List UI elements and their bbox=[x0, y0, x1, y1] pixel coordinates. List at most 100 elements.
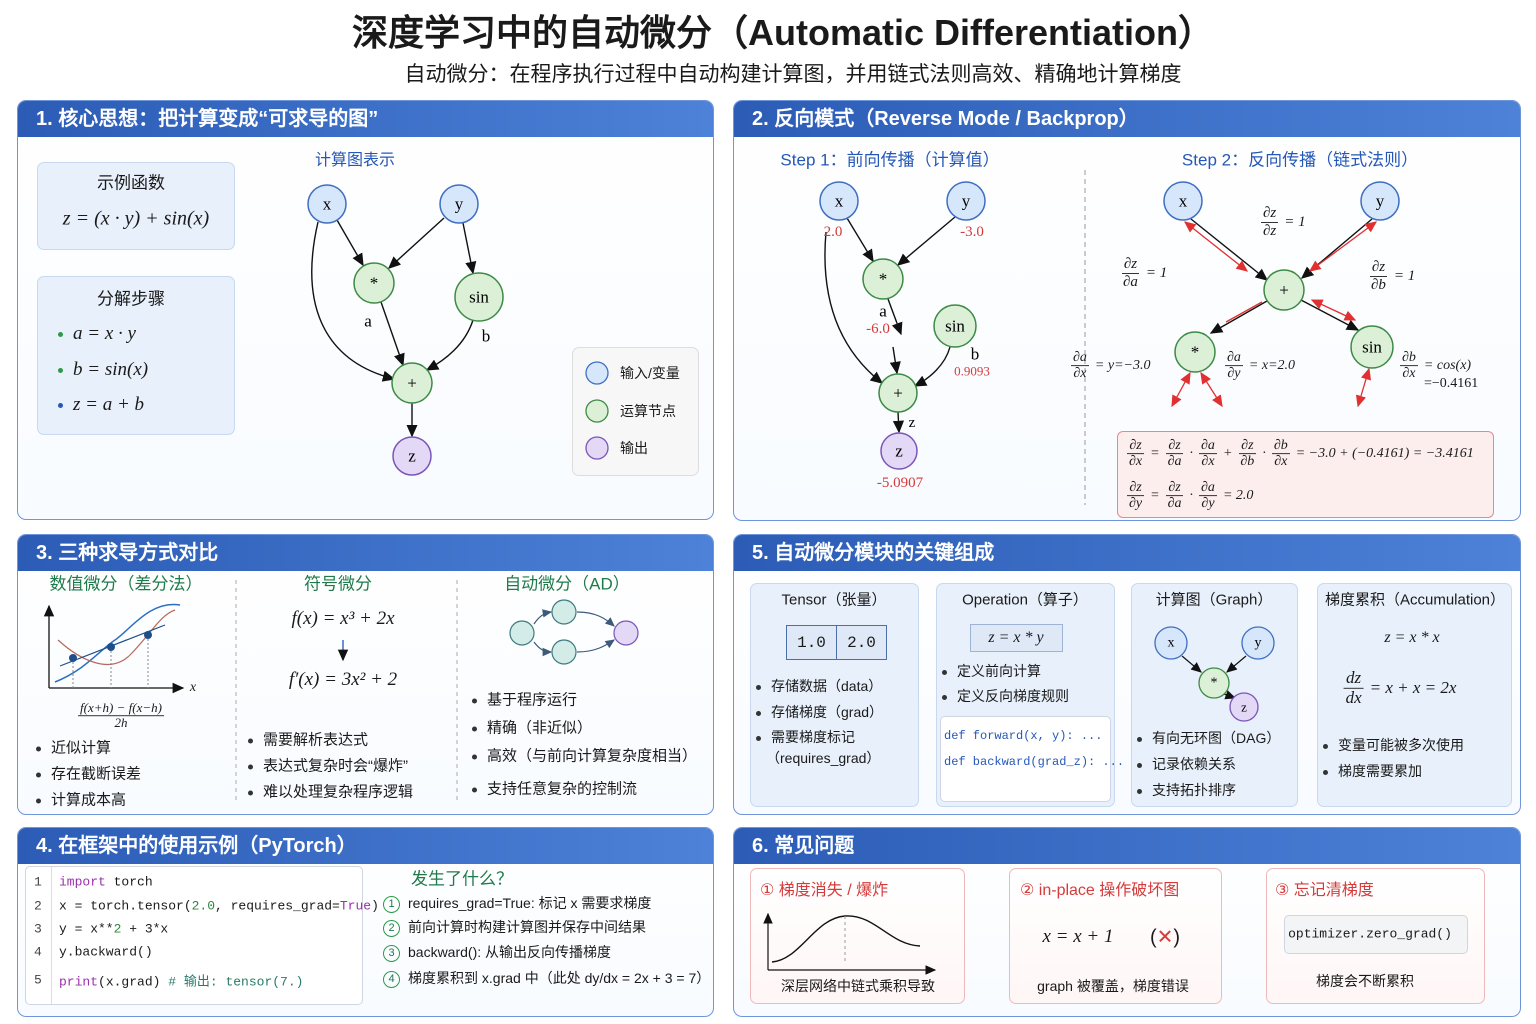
step-text: z = a + b bbox=[73, 394, 145, 415]
math-text: = cos(x) bbox=[1423, 358, 1472, 373]
fraction: f(x+h) − f(x−h)2h bbox=[78, 700, 164, 731]
fraction: ∂b∂x bbox=[1400, 350, 1418, 382]
panel-header: 2. 反向模式（Reverse Mode / Backprop） bbox=[734, 101, 1520, 137]
accum-title: 梯度累积（Accumulation） bbox=[1324, 591, 1506, 609]
operation-formula: z = x * y bbox=[988, 629, 1044, 646]
code-token: # 输出: tensor(7.) bbox=[168, 974, 304, 990]
fraction-denominator: ∂y bbox=[1129, 496, 1143, 512]
numeric-bullet: 近似计算 bbox=[36, 737, 111, 758]
tensor-bullet: 需要梯度标记 bbox=[756, 727, 855, 747]
code-line-number: 4 bbox=[34, 944, 42, 960]
ad-bullet: 支持任意复杂的控制流 bbox=[472, 778, 637, 799]
bullet-text: 梯度需要累加 bbox=[1338, 763, 1422, 779]
bullet-text: 定义前向计算 bbox=[957, 663, 1041, 679]
bullet-text: 表达式复杂时会“爆炸” bbox=[263, 757, 408, 775]
numeric-bullet: 计算成本高 bbox=[36, 789, 126, 810]
what-item: 1 requires_grad=True: 标记 x 需要求梯度 bbox=[383, 893, 651, 913]
bullet-text: 支持拓扑排序 bbox=[1152, 782, 1236, 798]
step-number-icon: 2 bbox=[383, 919, 400, 937]
panel-header: 4. 在框架中的使用示例（PyTorch） bbox=[18, 828, 713, 864]
math-text: · bbox=[1262, 446, 1266, 461]
operation-code-line: def forward(x, y): ... bbox=[944, 729, 1103, 743]
fraction-denominator: ∂x bbox=[1073, 366, 1087, 382]
fraction: ∂z∂a bbox=[1166, 438, 1184, 470]
math-text: = bbox=[1150, 488, 1160, 503]
code-line-number: 1 bbox=[34, 874, 42, 890]
fraction-denominator: ∂x bbox=[1201, 454, 1215, 470]
ad-bullet: 精确（非近似） bbox=[472, 717, 592, 738]
fraction: ∂a∂y bbox=[1199, 480, 1217, 512]
fraction-numerator: f(x+h) − f(x−h) bbox=[78, 700, 164, 717]
fraction-numerator: ∂b bbox=[1400, 350, 1418, 367]
accumulation-card bbox=[1317, 583, 1512, 807]
math-text: = x + x = 2x bbox=[1369, 678, 1457, 697]
step-item: z = a + b bbox=[58, 394, 144, 416]
bullet-text: 存在截断误差 bbox=[51, 765, 142, 783]
step-item: b = sin(x) bbox=[58, 359, 148, 381]
symbolic-f: f(x) = x³ + 2x bbox=[291, 608, 395, 629]
bullet-text: 定义反向梯度规则 bbox=[957, 688, 1069, 704]
fraction-numerator: ∂z bbox=[1121, 256, 1140, 274]
step-item: a = x · y bbox=[58, 323, 136, 345]
step1-title: Step 1：前向传播（计算值） bbox=[780, 150, 1000, 170]
step-text: a = x · y bbox=[73, 323, 136, 344]
legend-op-label: 运算节点 bbox=[620, 403, 676, 419]
fraction-numerator: ∂z bbox=[1127, 438, 1144, 455]
bullet-text: 近似计算 bbox=[51, 739, 112, 757]
math-text: = 1 bbox=[1393, 267, 1416, 284]
step2-title: Step 2：反向传播（链式法则） bbox=[1181, 150, 1419, 170]
fraction: ∂z∂z bbox=[1261, 205, 1279, 239]
fraction-numerator: ∂z bbox=[1239, 438, 1256, 455]
panel-header: 5. 自动微分模块的关键组成 bbox=[734, 535, 1520, 571]
numeric-axis-x: x bbox=[189, 680, 197, 695]
math-text: = y=−3.0 bbox=[1094, 358, 1151, 373]
legend-output-label: 输出 bbox=[620, 440, 648, 456]
issue-zero-grad-caption: 梯度会不断累积 bbox=[1316, 973, 1414, 989]
graph-bullet: 有向无环图（DAG） bbox=[1137, 728, 1280, 748]
operation-code-box bbox=[940, 716, 1111, 802]
symbolic-bullet: 难以处理复杂程序逻辑 bbox=[248, 781, 413, 802]
tensor-cells: 1.0 2.0 bbox=[786, 625, 887, 660]
math-text: = 2.0 bbox=[1222, 488, 1254, 503]
fraction-numerator: ∂z bbox=[1166, 480, 1183, 497]
math-text: = 1 bbox=[1284, 213, 1306, 230]
fraction: ∂z∂a bbox=[1166, 480, 1184, 512]
step-number-icon: 1 bbox=[383, 895, 400, 913]
fraction-denominator: ∂b bbox=[1240, 454, 1255, 470]
fraction: ∂z∂b bbox=[1369, 259, 1388, 293]
tensor-cell: 1.0 bbox=[787, 626, 837, 659]
fraction-denominator: ∂b bbox=[1371, 276, 1386, 293]
tensor-bullet: 存储数据（data） bbox=[756, 676, 882, 696]
fraction-denominator: ∂a bbox=[1123, 273, 1138, 290]
what-text: 前向计算时构建计算图并保存中间结果 bbox=[408, 919, 646, 935]
code-token: x = torch.tensor( bbox=[59, 898, 192, 914]
code-line: print(x.grad) # 输出: tensor(7.) bbox=[59, 971, 303, 990]
fraction-denominator: ∂x bbox=[1129, 454, 1143, 470]
what-text: backward(): 从输出反向传播梯度 bbox=[408, 944, 612, 960]
grad-dz-dz: ∂z∂z = 1 bbox=[1258, 205, 1309, 239]
graph-card-title: 计算图（Graph） bbox=[1155, 591, 1273, 609]
bullet-text: 有向无环图（DAG） bbox=[1152, 730, 1281, 746]
graph-bullet: 记录依赖关系 bbox=[1137, 754, 1236, 774]
page-title: 深度学习中的自动微分（Automatic Differentiation） bbox=[351, 12, 1215, 53]
legend-input-label: 输入/变量 bbox=[620, 365, 680, 381]
tensor-cell: 2.0 bbox=[847, 633, 876, 652]
symbolic-bullet: 表达式复杂时会“爆炸” bbox=[248, 755, 408, 776]
bullet-text: 需要解析表达式 bbox=[263, 731, 369, 749]
issue-card-inplace bbox=[1009, 868, 1222, 1004]
bullet-text: 精确（非近似） bbox=[487, 719, 593, 737]
fraction: ∂z∂y bbox=[1127, 480, 1144, 512]
zero-grad-code: optimizer.zero_grad() bbox=[1288, 926, 1452, 942]
code-block bbox=[25, 866, 363, 1005]
math-text: · bbox=[1189, 446, 1194, 461]
what-text: requires_grad=True: 标记 x 需要求梯度 bbox=[408, 895, 652, 911]
fraction: ∂z∂a bbox=[1121, 256, 1140, 290]
code-token: import bbox=[59, 874, 106, 890]
tensor-card bbox=[750, 583, 919, 807]
ad-bullet: 高效（与前向计算复杂度相当） bbox=[472, 745, 697, 766]
